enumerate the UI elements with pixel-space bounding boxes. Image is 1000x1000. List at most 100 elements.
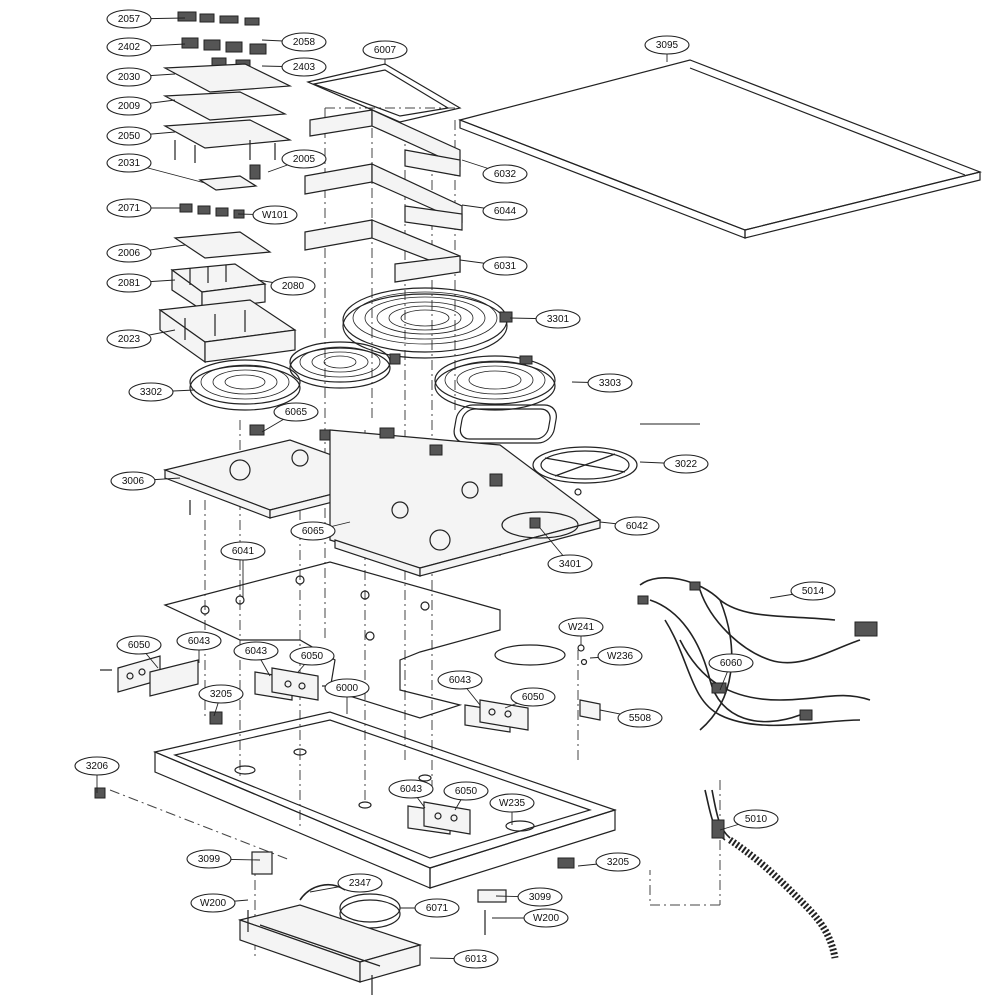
part-label-6007: 6007	[362, 40, 408, 65]
part-3302-element	[189, 341, 401, 411]
part-3099-bracket	[251, 851, 507, 903]
part-label-2030: 2030	[106, 67, 176, 87]
part-label-w241: W241	[558, 617, 604, 645]
part-label-2023: 2023	[106, 329, 176, 349]
part-label-6065: 6065	[261, 402, 319, 433]
label-oval	[535, 309, 581, 329]
part-label-6060: 6060	[708, 653, 754, 691]
part-3301-element	[342, 287, 513, 359]
label-oval	[663, 454, 709, 474]
label-oval	[414, 898, 460, 918]
label-oval	[106, 37, 152, 57]
part-2031-block	[198, 164, 261, 191]
part-label-6013: 6013	[429, 949, 499, 969]
label-oval	[106, 9, 152, 29]
part-3022-ring	[532, 446, 638, 496]
part-label-2071: 2071	[106, 198, 180, 218]
label-text: 3099	[529, 892, 552, 903]
label-text: 3302	[140, 387, 163, 398]
part-label-6043: 6043	[233, 641, 279, 677]
part-6007-trim	[306, 63, 462, 123]
label-oval	[233, 641, 279, 661]
part-label-2058: 2058	[261, 32, 327, 52]
label-text: 2081	[118, 278, 141, 289]
label-oval	[252, 205, 298, 225]
part-label-3022: 3022	[639, 454, 709, 474]
label-text: 3205	[607, 857, 630, 868]
part-label-6032: 6032	[461, 159, 528, 184]
part-label-2006: 2006	[106, 243, 186, 263]
label-text: 6043	[449, 675, 472, 686]
label-text: 2347	[349, 878, 372, 889]
label-oval	[558, 617, 604, 637]
label-oval	[106, 198, 152, 218]
part-label-5010: 5010	[719, 809, 779, 831]
part-label-6050: 6050	[504, 687, 556, 709]
label-oval	[547, 554, 593, 574]
label-text: 2071	[118, 203, 141, 214]
part-label-3006: 3006	[110, 471, 181, 491]
label-oval	[644, 35, 690, 55]
clip-group-bottom	[407, 801, 471, 835]
part-label-w235: W235	[489, 793, 535, 825]
part-3205-clip	[557, 857, 575, 869]
label-oval	[482, 164, 528, 184]
part-2071-connectors	[179, 203, 245, 219]
label-oval	[106, 96, 152, 116]
control-board-stack	[158, 11, 297, 364]
label-text: 5010	[745, 814, 768, 825]
part-label-3099: 3099	[495, 887, 563, 907]
label-text: 2031	[118, 158, 141, 169]
label-oval	[510, 687, 556, 707]
part-label-w200: W200	[492, 908, 569, 928]
part-label-5014: 5014	[769, 581, 836, 601]
label-text: 6044	[494, 206, 517, 217]
part-label-2347: 2347	[309, 873, 383, 893]
part-label-2031: 2031	[106, 153, 206, 184]
label-oval	[337, 873, 383, 893]
part-label-6050: 6050	[116, 635, 162, 669]
label-text: 3206	[86, 761, 109, 772]
part-label-6043: 6043	[388, 779, 434, 809]
label-oval	[273, 402, 319, 422]
label-oval	[790, 581, 836, 601]
part-3303-element	[434, 355, 556, 411]
part-label-3302: 3302	[128, 382, 196, 402]
part-label-6041: 6041	[220, 541, 266, 598]
label-text: W101	[262, 210, 289, 221]
label-text: 6065	[285, 407, 308, 418]
label-text: 2058	[293, 37, 316, 48]
label-oval	[106, 126, 152, 146]
label-oval	[733, 809, 779, 829]
label-oval	[110, 471, 156, 491]
part-label-3301: 3301	[509, 309, 581, 329]
part-label-2403: 2403	[261, 57, 327, 77]
label-text: 5014	[802, 586, 825, 597]
label-oval	[482, 201, 528, 221]
part-label-3205: 3205	[577, 852, 641, 872]
label-oval	[517, 887, 563, 907]
label-text: 6032	[494, 169, 517, 180]
part-6013-tray	[237, 904, 423, 983]
label-oval	[290, 521, 336, 541]
part-label-w101: W101	[237, 205, 298, 225]
part-3095-glass-top	[458, 59, 982, 239]
part-label-2057: 2057	[106, 9, 186, 29]
part-label-6050: 6050	[443, 781, 489, 811]
label-text: 2403	[293, 62, 316, 73]
label-text: 2030	[118, 72, 141, 83]
part-5014-harness	[637, 577, 878, 731]
label-oval	[617, 708, 663, 728]
label-text: 6013	[465, 954, 488, 965]
part-label-2080: 2080	[257, 276, 316, 296]
label-text: 2050	[118, 131, 141, 142]
label-oval	[324, 678, 370, 698]
part-label-6043: 6043	[176, 631, 222, 663]
label-oval	[198, 684, 244, 704]
part-label-w236: W236	[589, 646, 643, 666]
part-2009-plate	[162, 91, 288, 121]
part-2402-switches	[181, 37, 267, 70]
label-oval	[116, 635, 162, 655]
label-text: 6043	[245, 646, 268, 657]
